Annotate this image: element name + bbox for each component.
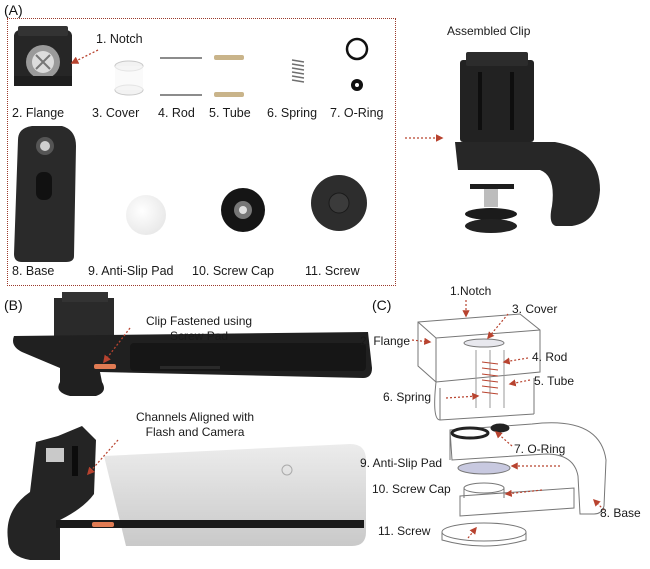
label-screwcap: 10. Screw Cap — [192, 264, 274, 278]
rod-photo — [160, 57, 202, 96]
panel-b-label: (B) — [4, 297, 23, 313]
label-rod: 4. Rod — [158, 106, 195, 120]
base-photo — [14, 126, 76, 262]
label-cover: 3. Cover — [92, 106, 140, 120]
fastened-arrow — [103, 327, 131, 364]
c-label-cover: 3. Cover — [512, 302, 558, 316]
cover-photo — [114, 60, 144, 96]
c-label-spring: 6. Spring — [383, 390, 432, 404]
c-label-screwcap: 10. Screw Cap — [372, 482, 451, 496]
label-assembled: Assembled Clip — [447, 24, 531, 38]
parts-box — [7, 18, 396, 286]
c-label-notch: 1.Notch — [450, 284, 492, 298]
panel-a-label: (A) — [4, 2, 23, 18]
label-notch: 1. Notch — [96, 32, 143, 46]
assembled-clip-photo — [455, 52, 600, 233]
c-label-screw: 11. Screw — [378, 524, 431, 538]
label-flange: 2. Flange — [12, 106, 65, 120]
c-label-tube: 5. Tube — [534, 374, 575, 388]
screwcap-photo — [221, 188, 265, 232]
antislip-photo — [126, 195, 166, 235]
channels-arrow — [86, 439, 119, 476]
label-screw: 11. Screw — [305, 264, 360, 278]
label-tube: 5. Tube — [209, 106, 251, 120]
phone-bottom-photo — [7, 426, 366, 560]
label-fastened: Clip Fastened using Screw Pad — [146, 314, 253, 343]
notch-arrow — [70, 49, 99, 64]
label-antislip: 9. Anti-Slip Pad — [88, 264, 174, 278]
c-label-rod: 4. Rod — [532, 350, 568, 364]
flange-photo — [14, 26, 72, 86]
label-base: 8. Base — [12, 264, 55, 278]
label-channels: Channels Aligned with Flash and Camera — [136, 410, 255, 439]
tube-photo — [214, 55, 244, 97]
label-spring: 6. Spring — [267, 106, 318, 120]
c-label-antislip: 9. Anti-Slip Pad — [360, 456, 443, 470]
phone-top-photo — [13, 292, 372, 396]
label-oring: 7. O-Ring — [330, 106, 384, 120]
exploded-diagram — [417, 313, 607, 547]
exploded-arrows — [411, 300, 605, 539]
c-label-flange: 2. Flange — [360, 334, 411, 348]
oring-photo — [345, 37, 369, 91]
c-label-base: 8. Base — [600, 506, 641, 520]
c-label-oring: 7. O-Ring — [514, 442, 566, 456]
panel-c-label: (C) — [372, 297, 392, 313]
spring-photo — [291, 59, 305, 83]
screw-photo — [311, 175, 367, 231]
